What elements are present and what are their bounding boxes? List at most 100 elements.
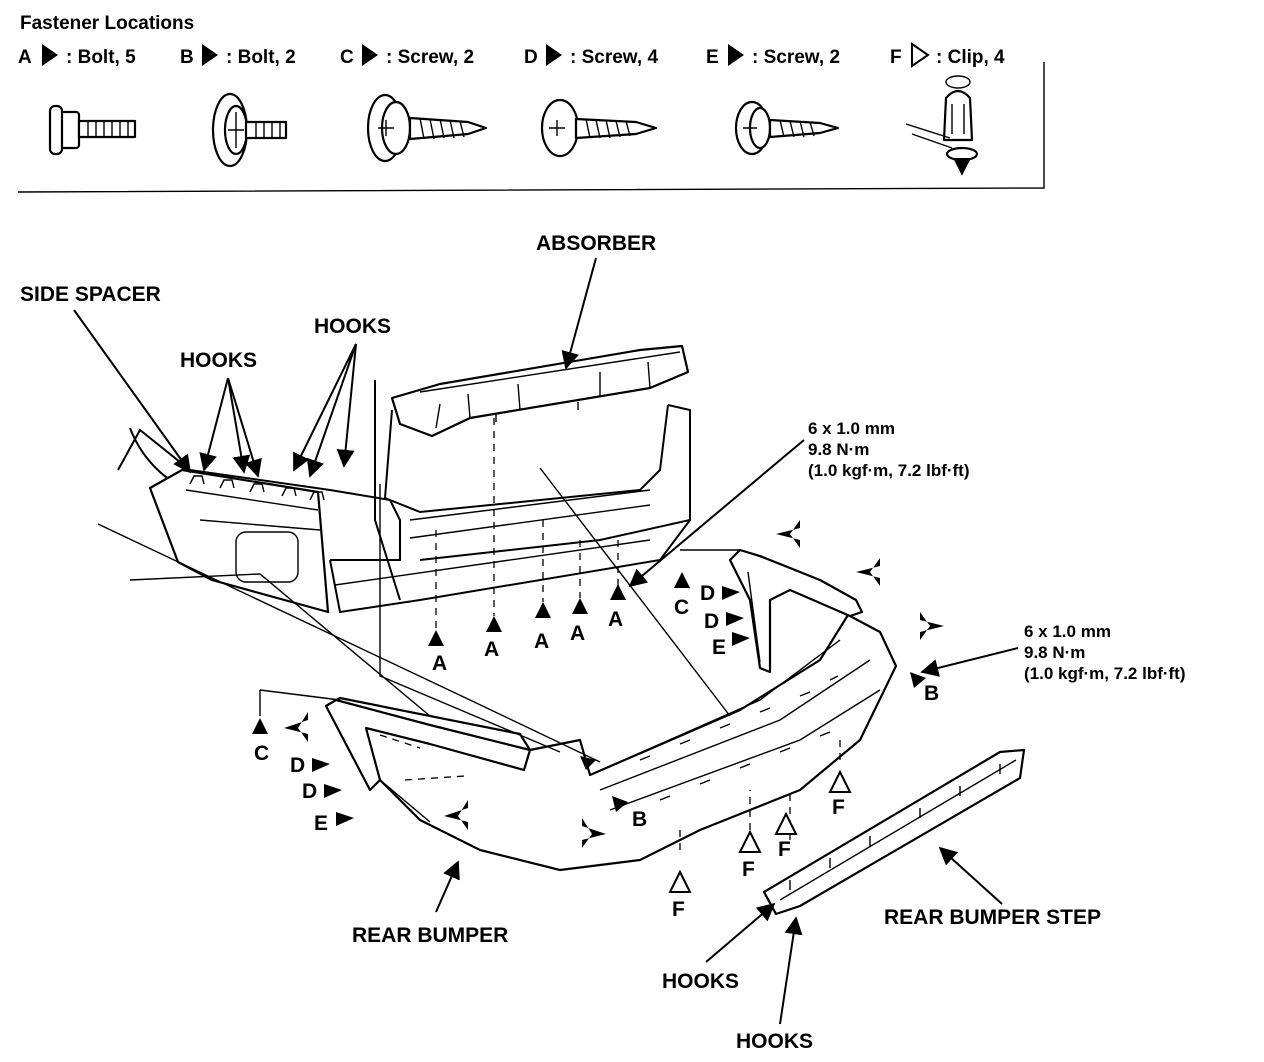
label-hooks-lower: HOOKS [662,970,739,993]
callout-f: F [672,898,685,921]
filled-triangle-icon [252,718,268,734]
legend-key-c: C [340,47,354,68]
label-absorber: ABSORBER [536,232,656,255]
filled-triangle-icon [610,584,626,600]
filled-triangle-icon [572,598,588,614]
torque-size: 6 x 1.0 mm [1024,622,1111,641]
rear-bumper-step [762,748,1026,916]
legend-item-a: A : Bolt, 5 [18,44,137,156]
callout-b: B [924,682,939,705]
label-rear-bumper-step: REAR BUMPER STEP [884,906,1101,929]
alignment-lines [97,418,841,850]
direction-arrows [284,520,944,848]
arrow-icon [920,612,944,640]
callout-e: E [314,812,328,835]
legend-text-b: : Bolt, 2 [226,47,296,68]
torque-alt: (1.0 kgf·m, 7.2 lbf·ft) [808,461,970,480]
callouts-f: F F F F [668,769,852,921]
clip-icon [905,75,979,176]
callout-a: A [534,630,549,653]
label-hooks-upper-left: HOOKS [180,349,257,372]
legend-key-e: E [706,47,719,68]
callouts-d: D D D D [290,582,744,803]
callout-d: D [290,754,305,777]
callout-f: F [778,838,791,861]
callout-c: C [254,742,269,765]
filled-triangle-icon [312,758,330,772]
screw-washer-icon [366,93,488,163]
torque-alt: (1.0 kgf·m, 7.2 lbf·ft) [1024,664,1186,683]
leader-lines [73,257,1019,1025]
callout-c: C [674,596,689,619]
filled-triangle-icon [732,632,750,646]
fastener-legend: Fastener Locations A : Bolt, 5 B : Bolt,… [17,13,1045,193]
legend-item-e: E : Screw, 2 [706,44,840,156]
filled-triangle-icon [722,586,740,600]
legend-key-a: A [18,47,32,68]
callouts-b: B B [580,672,939,831]
callout-a: A [484,638,499,661]
filled-triangle-icon [580,756,596,770]
filled-triangle-icon [336,812,354,826]
callouts-c: C C [252,572,690,765]
callout-e: E [712,636,726,659]
legend-item-f: F : Clip, 4 [890,42,1005,176]
filled-triangle-icon [728,44,744,66]
callout-f: F [742,858,755,881]
torque-nm: 9.8 N·m [1024,643,1085,662]
filled-triangle-icon [362,44,378,66]
callout-a: A [432,652,447,675]
filled-triangle-icon [726,612,744,626]
legend-title: Fastener Locations [20,13,194,34]
filled-triangle-icon [202,44,218,66]
legend-text-f: : Clip, 4 [936,47,1005,68]
outline-triangle-icon [828,769,852,793]
callout-b: B [632,808,647,831]
legend-key-f: F [890,47,902,68]
label-hooks-upper-right: HOOKS [314,315,391,338]
callout-f: F [832,796,845,819]
label-side-spacer: SIDE SPACER [20,283,161,306]
legend-text-c: : Screw, 2 [386,47,474,68]
bolt-washer-icon [211,92,288,168]
filled-triangle-icon [535,602,551,618]
outline-triangle-icon [738,829,762,853]
legend-item-d: D : Screw, 4 [524,44,658,158]
callout-a: A [608,608,623,631]
callout-d: D [302,780,317,803]
torque-nm: 9.8 N·m [808,440,869,459]
callout-d: D [704,610,719,633]
arrow-icon [856,558,880,586]
filled-triangle-icon [612,796,628,812]
callouts-a: A A A A A [428,584,626,675]
outline-triangle-icon [668,869,692,893]
bolt-flange-icon [48,104,137,156]
vehicle-rear-body [117,380,691,614]
filled-triangle-icon [428,630,444,646]
callout-a: A [570,622,585,645]
callout-d: D [700,582,715,605]
absorber [390,344,690,438]
outline-triangle-icon [774,811,798,835]
callouts-e: E E [314,632,750,835]
legend-key-d: D [524,47,538,68]
arrow-icon [776,520,800,548]
rear-bumper [324,613,898,872]
filled-triangle-icon [674,572,690,588]
legend-item-b: B : Bolt, 2 [180,44,296,168]
filled-triangle-icon [486,616,502,632]
legend-text-a: : Bolt, 5 [66,47,136,68]
arrow-icon [444,800,468,830]
filled-triangle-icon [324,784,342,798]
label-rear-bumper: REAR BUMPER [352,924,508,947]
label-hooks-bottom: HOOKS [736,1030,813,1053]
filled-triangle-icon [42,44,58,66]
legend-text-e: : Screw, 2 [752,47,840,68]
filled-triangle-icon [910,672,926,688]
outline-triangle-icon [911,42,930,68]
arrow-icon [582,818,606,848]
torque-spec-bumper: 6 x 1.0 mm 9.8 N·m (1.0 kgf·m, 7.2 lbf·f… [1024,622,1186,683]
arrow-icon [284,712,308,742]
legend-key-b: B [180,47,194,68]
